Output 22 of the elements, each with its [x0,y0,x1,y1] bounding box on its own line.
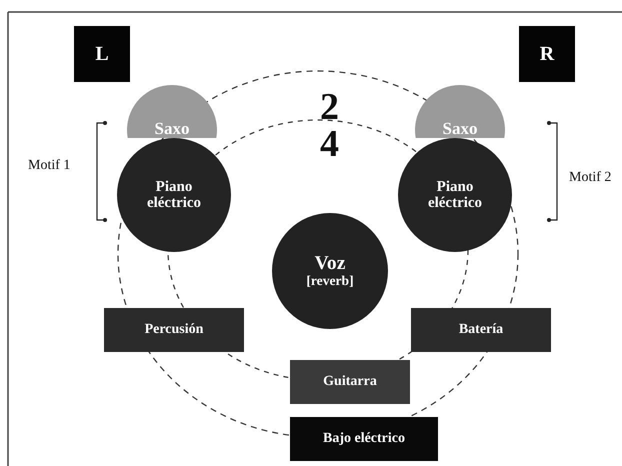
channel-box [519,26,575,82]
instrument-box [290,417,438,461]
instrument-name: Percusión [144,322,204,338]
channel-box [74,26,130,82]
instrument-name: Saxo [442,120,478,138]
time-signature-denominator: 4 [320,125,339,163]
motif-label: Motif 2 [569,171,612,185]
instrument-name: Piano eléctrico [146,178,202,212]
instrument-name: L [95,43,109,65]
instrument-name: Saxo [154,120,190,138]
instrument-name: R [540,43,554,65]
instrument-box [411,308,551,352]
effect-note: [reverb] [306,274,354,290]
instrument-name: Voz [314,252,346,274]
instrument-box [104,308,244,352]
instrument-name: Piano eléctrico [426,178,484,212]
time-signature-numerator: 2 [320,88,339,126]
instrument-box [290,360,410,404]
instrument-name: Guitarra [323,374,377,390]
motif-label: Motif 1 [28,159,70,173]
instrument-name: Bajo eléctrico [322,431,405,447]
instrument-name: Batería [458,322,504,338]
